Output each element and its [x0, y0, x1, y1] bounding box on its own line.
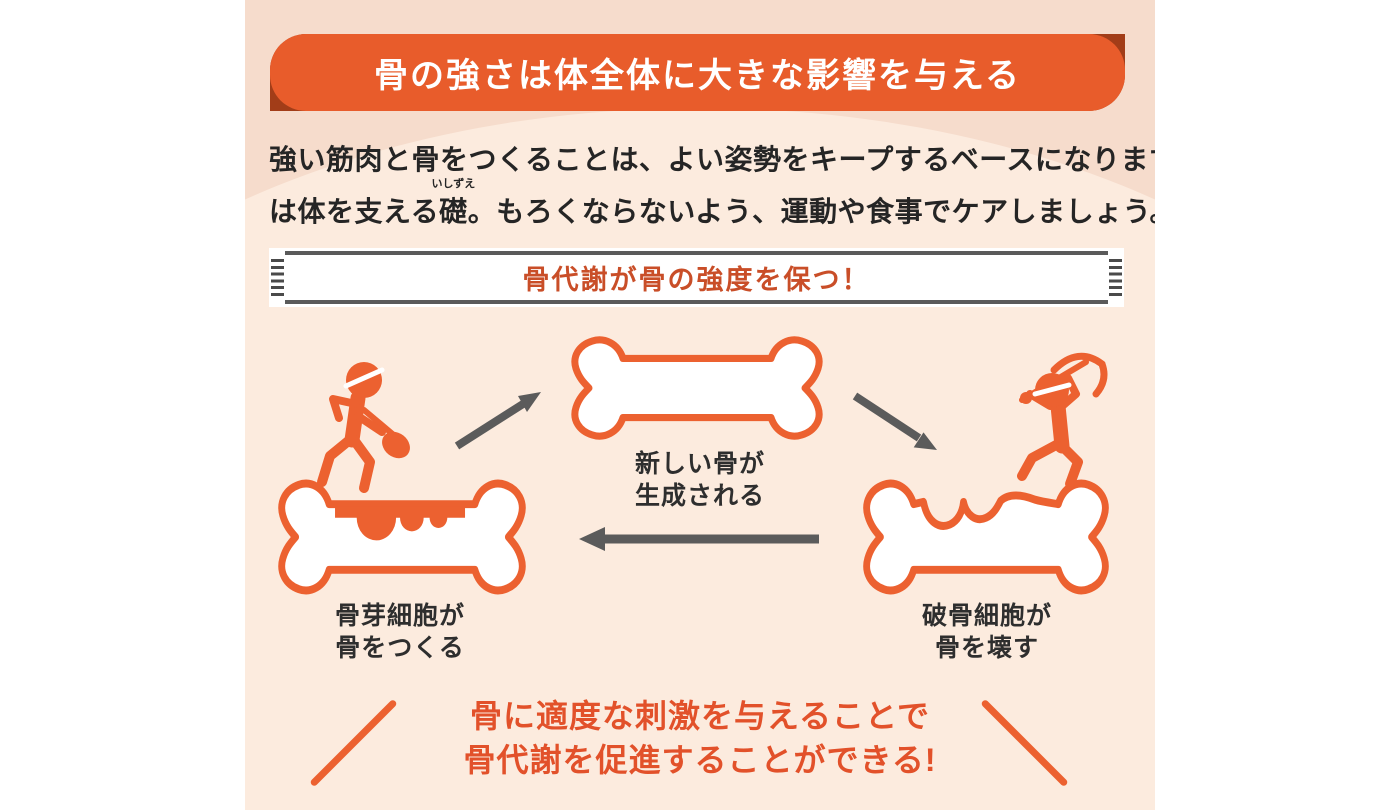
sign-bottom-border — [285, 300, 1108, 304]
background-arc — [245, 108, 1155, 810]
sign-left-hatching — [271, 259, 284, 296]
helmet-brim-stripe — [343, 367, 385, 389]
osteoclast-label-line2: 骨を壊す — [934, 634, 1039, 662]
page-title: 骨の強さは体全体に大きな影響を与える — [374, 57, 1021, 95]
infographic-content: 骨の強さは体全体に大きな影響を与える 強い筋肉と骨をつくることは、よい姿勢をキー… — [245, 0, 1155, 810]
subheading-text: 骨代謝が骨の強度を保つ！ — [522, 265, 871, 295]
worker-front-arm — [354, 412, 386, 436]
worker-torso — [1050, 398, 1070, 454]
pickaxe-blade-side — [1092, 360, 1108, 398]
title-banner: 骨の強さは体全体に大きな影響を与える — [270, 34, 1125, 111]
emphasis-statement: 骨に適度な刺激を与えることで 骨代謝を促進することができる! — [375, 694, 1025, 782]
shovel-scoop — [382, 431, 410, 459]
bone-icon — [571, 336, 823, 440]
emphasis-line2: 骨代謝を促進することができる! — [463, 742, 937, 778]
arrow-left-icon — [579, 527, 819, 551]
banner-face: 骨の強さは体全体に大きな影響を与える — [270, 34, 1125, 111]
sign-top-border — [285, 251, 1108, 255]
helmet-brim-stripe — [1032, 382, 1072, 397]
intro-line2-after: 。もろくならないよう、運動や食事でケアしましょう。 — [467, 196, 1155, 227]
subheading-sign: 骨代謝が骨の強度を保つ！ — [269, 248, 1124, 307]
arrow-up-right-icon — [454, 392, 541, 450]
intro-line2-before: は体を支える — [269, 196, 440, 227]
worker-front-leg — [349, 435, 375, 493]
new-bone-label-line2: 生成される — [634, 482, 765, 510]
bone-eroded-icon — [863, 479, 1109, 595]
worker-back-leg — [1057, 441, 1083, 489]
worker-back-arm — [329, 395, 360, 422]
ruby-base-char: 礎 — [439, 196, 468, 227]
pickaxe-blade-top — [1050, 352, 1106, 374]
ruby-ishizue: いしずえ礎 — [432, 179, 476, 238]
emphasis-line1: 骨に適度な刺激を与えることで — [469, 698, 931, 734]
new-bone-deposit-shape — [335, 506, 466, 541]
osteoblast-label: 骨芽細胞が 骨をつくる — [275, 600, 525, 664]
construction-worker-shovel-icon — [317, 362, 410, 493]
osteoblast-label-line1: 骨芽細胞が — [334, 602, 465, 630]
arrow-down-right-icon — [852, 392, 937, 450]
osteoblast-label-line2: 骨をつくる — [335, 634, 465, 662]
new-bone-label-line1: 新しい骨が — [634, 450, 765, 478]
intro-paragraph: 強い筋肉と骨をつくることは、よい姿勢をキープするベースになります。特に骨 は体を… — [269, 134, 1155, 238]
construction-worker-pickaxe-icon — [1017, 352, 1108, 489]
worker-fist — [1020, 392, 1032, 404]
intro-line-2: は体を支えるいしずえ礎。もろくならないよう、運動や食事でケアしましょう。 — [269, 179, 1155, 238]
worker-front-leg — [1017, 439, 1063, 481]
furigana-text: いしずえ — [431, 178, 476, 190]
osteoclast-label: 破骨細胞が 骨を壊す — [862, 600, 1112, 664]
intro-line-1: 強い筋肉と骨をつくることは、よい姿勢をキープするベースになります。特に骨 — [269, 144, 1155, 175]
new-bone-label: 新しい骨が 生成される — [575, 448, 825, 512]
worker-back-leg — [317, 433, 357, 487]
bone-with-new-deposit-icon — [278, 479, 526, 595]
sign-right-hatching — [1109, 259, 1122, 296]
osteoclast-label-line1: 破骨細胞が — [921, 602, 1052, 630]
